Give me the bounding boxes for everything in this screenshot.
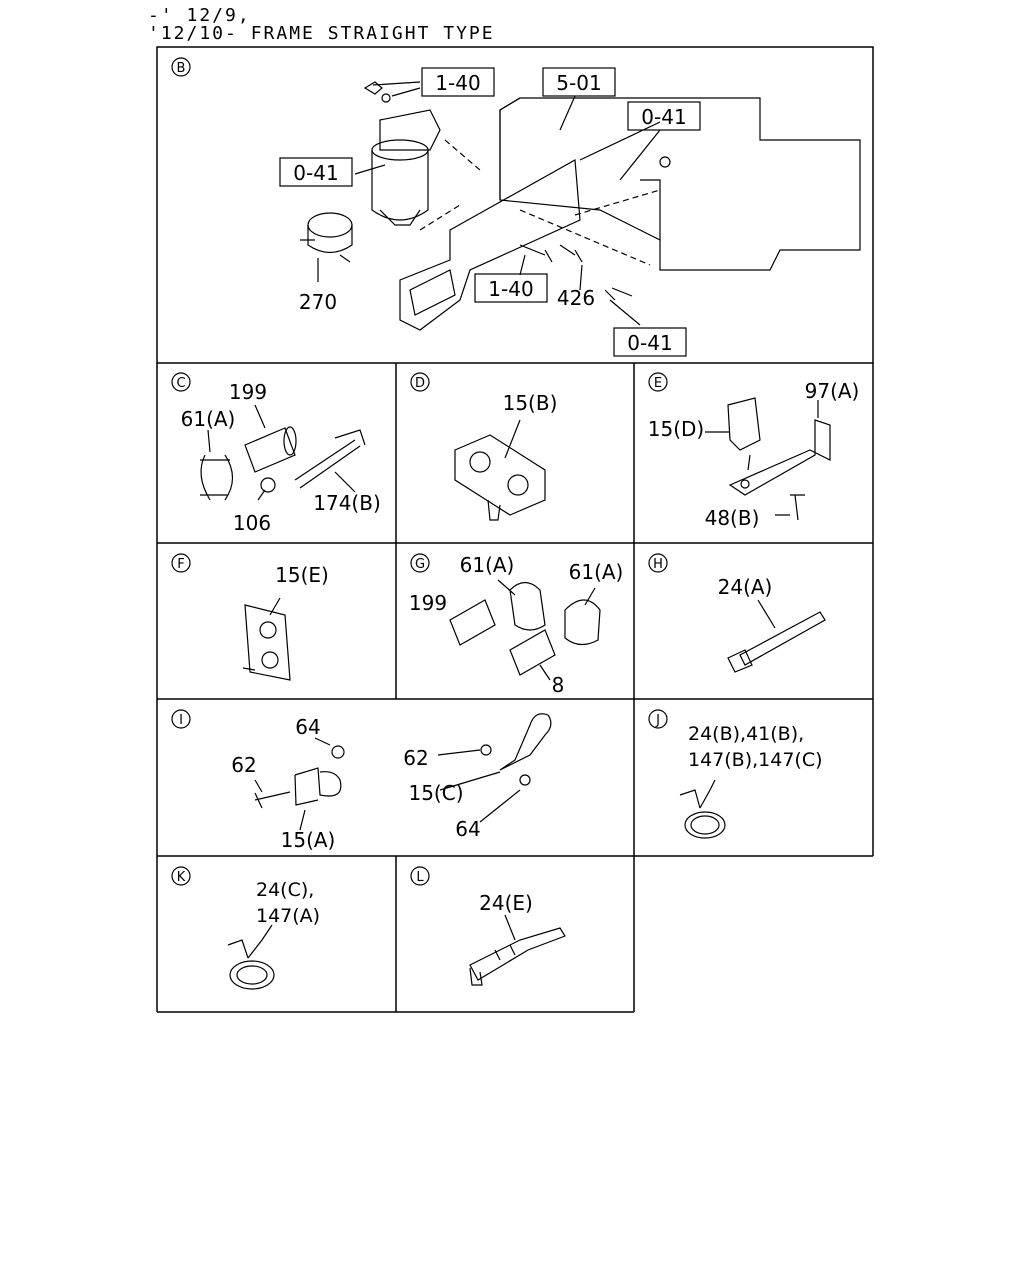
panel-b-letter: B bbox=[171, 57, 191, 77]
part-64-bottom: 64 bbox=[455, 817, 480, 841]
part-list-line-2: 147(B),147(C) bbox=[688, 749, 823, 771]
clip-icon bbox=[200, 454, 234, 501]
svg-text:B: B bbox=[177, 61, 186, 76]
bracket-icon bbox=[399, 159, 581, 331]
clamp-tie-icon bbox=[469, 914, 566, 986]
clip-icon bbox=[509, 581, 546, 631]
ref-1-40-bottom: 1-40 bbox=[488, 277, 533, 301]
svg-text:H: H bbox=[653, 557, 663, 572]
panel-f: F 15(E) bbox=[171, 553, 329, 681]
stud-icon bbox=[294, 429, 366, 489]
part-97a: 97(A) bbox=[805, 379, 860, 403]
panel-b-ref-boxes bbox=[279, 67, 701, 357]
svg-text:I: I bbox=[179, 713, 183, 728]
panel-i-letter: I bbox=[171, 709, 191, 729]
part-list-line-2: 147(A) bbox=[256, 905, 320, 927]
hose-clamp-icon bbox=[679, 779, 726, 839]
ref-5-01: 5-01 bbox=[556, 71, 601, 95]
panel-j: J 24(B),41(B), 147(B),147(C) bbox=[648, 709, 823, 839]
svg-text:E: E bbox=[654, 376, 662, 391]
primer-pump-icon bbox=[307, 212, 353, 238]
part-174b: 174(B) bbox=[313, 491, 381, 515]
part-15e: 15(E) bbox=[275, 563, 329, 587]
part-61a-2: 61(A) bbox=[569, 560, 624, 584]
part-15b: 15(B) bbox=[503, 391, 558, 415]
ref-0-41-right: 0-41 bbox=[641, 105, 686, 129]
panel-f-letter: F bbox=[171, 553, 191, 573]
part-199: 199 bbox=[229, 380, 267, 404]
part-61a: 61(A) bbox=[181, 407, 236, 431]
panel-l-letter: L bbox=[410, 866, 430, 886]
panel-h-letter: H bbox=[648, 553, 668, 573]
ring-clamp-icon bbox=[499, 713, 552, 771]
nut-icon bbox=[331, 745, 345, 759]
part-61a-1: 61(A) bbox=[460, 553, 515, 577]
svg-text:G: G bbox=[415, 557, 425, 572]
part-list-line-1: 24(B),41(B), bbox=[688, 723, 804, 745]
part-15a: 15(A) bbox=[281, 828, 336, 852]
part-24e: 24(E) bbox=[479, 891, 533, 915]
part-62-right: 62 bbox=[403, 746, 428, 770]
ref-0-41-bottom: 0-41 bbox=[627, 331, 672, 355]
svg-text:K: K bbox=[177, 870, 186, 885]
part-64-top: 64 bbox=[295, 715, 320, 739]
ref-1-40-top: 1-40 bbox=[435, 71, 480, 95]
svg-text:L: L bbox=[416, 870, 424, 885]
bolt-icon bbox=[254, 791, 291, 809]
header-line-2: '12/10- FRAME STRAIGHT TYPE bbox=[148, 23, 495, 44]
part-62-left: 62 bbox=[231, 753, 256, 777]
panel-i: I 64 62 15(A) 62 15(C) 64 bbox=[171, 709, 552, 852]
panel-l: L 24(E) bbox=[410, 866, 566, 986]
bolt-icon bbox=[519, 244, 553, 263]
frame-rail bbox=[499, 97, 861, 271]
panel-d-letter: D bbox=[410, 372, 430, 392]
header-line-1: -' 12/9, bbox=[148, 5, 251, 26]
panel-c-letter: C bbox=[171, 372, 191, 392]
tube-icon bbox=[244, 427, 296, 473]
bracket-icon bbox=[728, 419, 831, 496]
part-15d: 15(D) bbox=[648, 417, 704, 441]
hose-clamp-icon bbox=[227, 924, 275, 990]
panel-c: C 199 61(A) 106 174(B) bbox=[171, 372, 381, 535]
p-clamp-icon bbox=[294, 767, 342, 797]
svg-text:C: C bbox=[176, 376, 185, 391]
double-clamp-icon bbox=[454, 419, 546, 521]
tube-icon bbox=[449, 599, 496, 646]
part-270: 270 bbox=[299, 290, 337, 314]
ref-0-41-left: 0-41 bbox=[293, 161, 338, 185]
svg-text:J: J bbox=[655, 713, 660, 728]
part-48b: 48(B) bbox=[705, 506, 760, 530]
svg-text:D: D bbox=[415, 376, 425, 391]
panel-e-letter: E bbox=[648, 372, 668, 392]
svg-text:F: F bbox=[177, 557, 184, 572]
part-24a: 24(A) bbox=[718, 575, 773, 599]
nut-icon bbox=[260, 477, 276, 493]
part-15c: 15(C) bbox=[408, 781, 463, 805]
bolt-icon bbox=[790, 494, 805, 521]
panel-k-letter: K bbox=[171, 866, 191, 886]
panel-d: D 15(B) bbox=[410, 372, 558, 521]
panel-g: G 61(A) 61(A) 199 8 bbox=[409, 553, 623, 697]
multi-clip-icon bbox=[242, 597, 291, 681]
part-199: 199 bbox=[409, 591, 447, 615]
part-8: 8 bbox=[552, 673, 565, 697]
panel-j-letter: J bbox=[648, 709, 668, 729]
panel-b: B bbox=[171, 57, 861, 357]
cable-tie-icon bbox=[727, 599, 826, 673]
clip-icon bbox=[727, 397, 761, 451]
part-106: 106 bbox=[233, 511, 271, 535]
panel-e: E 97(A) 15(D) 48(B) bbox=[648, 372, 860, 530]
panel-h: H 24(A) bbox=[648, 553, 826, 673]
part-list-line-1: 24(C), bbox=[256, 879, 314, 901]
part-426: 426 bbox=[557, 286, 595, 310]
panel-k: K 24(C), 147(A) bbox=[171, 866, 320, 990]
panel-b-frame bbox=[156, 46, 874, 364]
panel-g-letter: G bbox=[410, 553, 430, 573]
